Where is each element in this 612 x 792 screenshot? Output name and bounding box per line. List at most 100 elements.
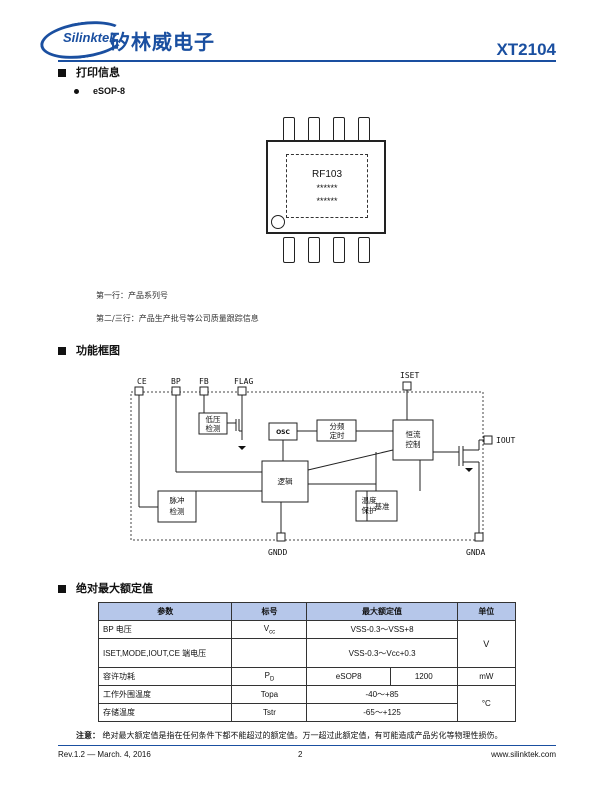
pin-label-ce: CE (137, 377, 147, 386)
pin-label-iset: ISET (400, 371, 419, 380)
footer-rule (58, 745, 556, 746)
pin-gndd (276, 532, 286, 542)
package-pin (283, 237, 295, 263)
table-row: 容许功耗 PD eSOP8 1200 mW (97, 667, 517, 686)
pin-gnda (474, 532, 484, 542)
section-title: 功能框图 (76, 345, 120, 357)
marking-line-2: ****** (316, 183, 338, 193)
cell-unit: V (456, 620, 517, 668)
symbol-sub: cc (269, 629, 276, 636)
section-print-info: 打印信息 (58, 64, 120, 80)
cell-value: VSS-0.3～Vcc+0.3 (306, 638, 458, 668)
package-body: RF103 ****** ****** (266, 140, 386, 234)
bullet-dot-icon (74, 89, 79, 95)
section-square-icon (58, 69, 66, 78)
block-cc-control (392, 419, 434, 461)
block-label: 恒流 (406, 429, 421, 439)
block-logic (261, 460, 309, 503)
pin1-indicator-icon (271, 215, 285, 229)
ground-arrow-icon (465, 468, 473, 472)
cell-value: -40～+85 (306, 685, 458, 704)
block-label: 脉冲 (170, 495, 185, 505)
table-row: BP 电压 Vcc VSS-0.3～VSS+8 V (97, 620, 517, 668)
cell-param: BP 电压 (97, 620, 233, 639)
block-label: 保护 (362, 505, 377, 515)
part-number: XT2104 (496, 40, 556, 59)
table-row: 工作外围温度 Topa -40～+85 °C (97, 685, 517, 722)
cell-symbol: Tstr (231, 703, 308, 722)
pin-label-flag: FLAG (234, 377, 253, 386)
pin-label-gnda: GNDA (466, 548, 485, 557)
section-title: 打印信息 (76, 67, 120, 79)
footer-url[interactable]: www.silinktek.com (491, 750, 556, 759)
note-label: 注意： (76, 730, 100, 740)
block-label: 分频 (330, 421, 345, 431)
table-header-row: 参数 标号 最大额定值 单位 (97, 602, 517, 621)
note-text: 绝对最大额定值是指在任何条件下都不能超过的额定值。万一超过此额定值，有可能造成产… (102, 731, 503, 740)
section-square-icon (58, 347, 66, 356)
table-row: 存储温度 Tstr -65～+125 (97, 703, 516, 722)
pin-flag (237, 386, 247, 396)
block-label: 控制 (406, 439, 421, 449)
cell-param: ISET,MODE,IOUT,CE 端电压 (97, 638, 233, 668)
pin-label-fb: FB (199, 377, 209, 386)
package-pin (308, 237, 320, 263)
cell-symbol: Vcc (231, 620, 308, 639)
cell-symbol: PD (231, 667, 308, 686)
pin-ce (134, 386, 144, 396)
pin-label-bp: BP (171, 377, 181, 386)
block-reference (366, 490, 398, 522)
cell-param: 存储温度 (97, 703, 233, 722)
ratings-note: 注意： 绝对最大额定值是指在任何条件下都不能超过的额定值。万一超过此额定值，有可… (76, 730, 503, 741)
block-label: 低压 (206, 414, 221, 424)
pin-fb (199, 386, 209, 396)
cell-unit: mW (456, 667, 517, 686)
block-label: OSC (276, 429, 290, 436)
pin-label-iout: IOUT (496, 436, 515, 445)
footer-revision: Rev.1.2 — March. 4, 2016 (58, 750, 151, 759)
cell-param: 工作外围温度 (97, 685, 233, 704)
pin-iout (483, 435, 493, 445)
block-label: 检测 (206, 423, 221, 433)
table-row: ISET,MODE,IOUT,CE 端电压 VSS-0.3～Vcc+0.3 (97, 638, 516, 668)
block-label: 定时 (330, 430, 345, 440)
ground-arrow-icon (238, 446, 246, 450)
wire (307, 449, 394, 471)
cell-value: -65～+125 (306, 703, 458, 722)
pin-label-gndd: GNDD (268, 548, 287, 557)
company-name-cn: 矽林威电子 (110, 30, 215, 54)
header-param: 参数 (97, 602, 233, 621)
section-title: 绝对最大额定值 (76, 583, 153, 595)
section-block-diagram: 功能框图 (58, 342, 120, 358)
cell-symbol (231, 638, 308, 668)
block-pulse-detect (157, 490, 197, 523)
block-label: 基准 (375, 501, 390, 511)
cell-symbol: Topa (231, 685, 308, 704)
cell-unit: °C (456, 685, 517, 722)
symbol-main: V (263, 623, 270, 633)
marking-line-1: RF103 (311, 169, 342, 180)
block-label: 温度 (362, 495, 377, 505)
cell-param: 容许功耗 (97, 667, 233, 686)
header-symbol: 标号 (231, 602, 308, 621)
header-rule (58, 60, 556, 62)
symbol-main: P (264, 670, 270, 680)
section-ratings: 绝对最大额定值 (58, 580, 153, 596)
company-logo-text: Silinktek (63, 30, 117, 45)
package-pin (333, 237, 345, 263)
pin-iset (402, 381, 412, 391)
cell-value: VSS-0.3～VSS+8 (306, 620, 458, 639)
marking-note-1: 第一行：产品系列号 (96, 291, 168, 300)
pin-bp (171, 386, 181, 396)
symbol-sub: D (269, 676, 275, 683)
marking-note-2: 第二/三行：产品生产批号等公司质量跟踪信息 (96, 314, 259, 323)
header-unit: 单位 (456, 602, 517, 621)
package-pin (358, 237, 370, 263)
section-square-icon (58, 585, 66, 594)
cell-package: eSOP8 (306, 667, 391, 686)
cell-value: 1200 (389, 667, 458, 686)
marking-area: RF103 ****** ****** (286, 154, 368, 218)
package-bullet: eSOP-8 (74, 86, 125, 96)
header-max: 最大额定值 (306, 602, 458, 621)
